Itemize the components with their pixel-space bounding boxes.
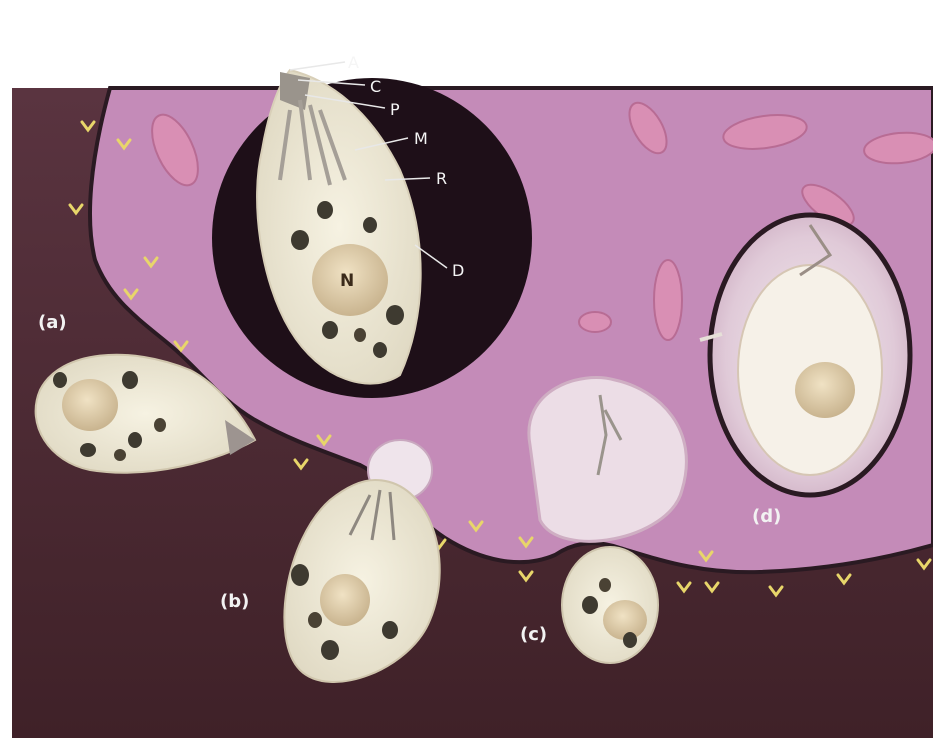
stage-label-a: (a) (38, 312, 67, 333)
label-A: A (348, 53, 359, 72)
stage-label-d: (d) (752, 506, 781, 527)
stage-label-b: (b) (220, 591, 249, 612)
label-M: M (414, 129, 428, 148)
stage-label-c: (c) (520, 624, 547, 645)
label-C: C (370, 77, 381, 96)
label-P: P (390, 100, 400, 119)
label-N: N (340, 271, 354, 291)
label-D: D (452, 261, 464, 280)
label-R: R (436, 169, 447, 188)
